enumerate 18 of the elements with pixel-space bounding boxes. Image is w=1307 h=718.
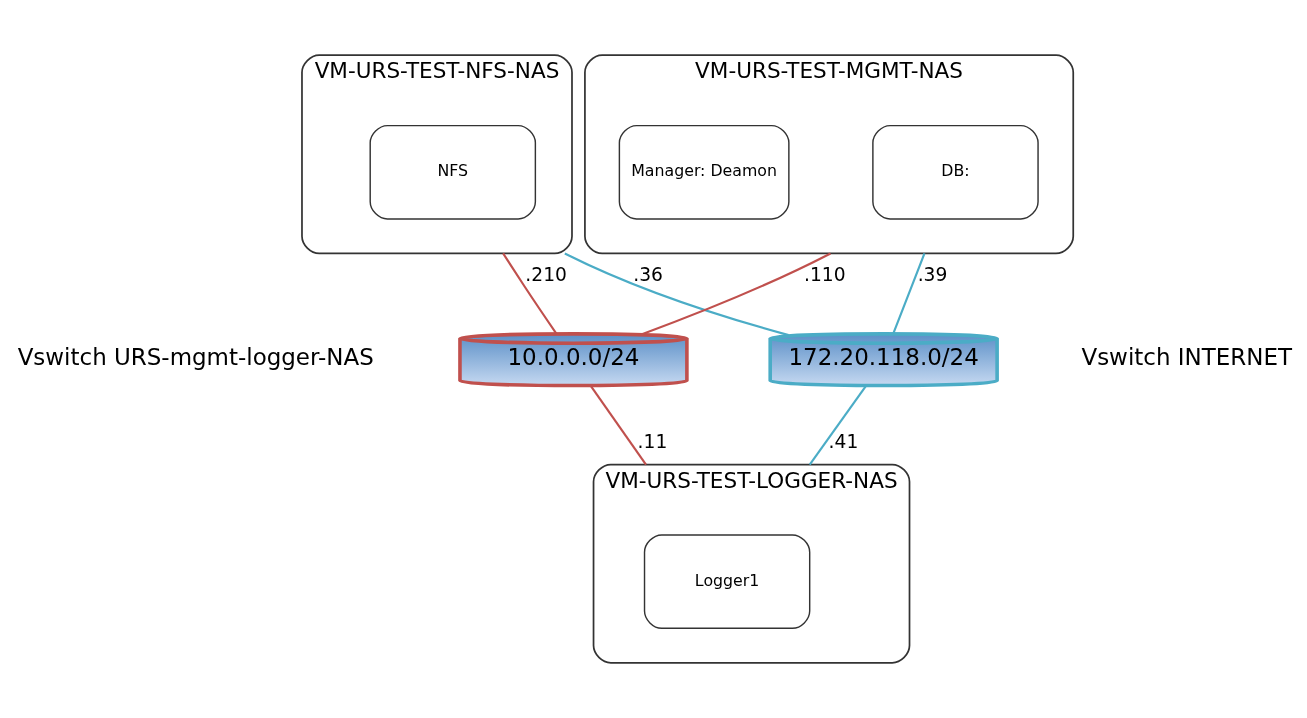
edge-label: .210 <box>525 264 567 286</box>
connector <box>589 385 647 466</box>
edge-label: .11 <box>637 430 668 452</box>
node-box: Logger1 <box>643 534 811 629</box>
node-box: DB: <box>872 124 1039 220</box>
connector <box>564 252 789 337</box>
edge-label: .41 <box>828 430 859 452</box>
connector <box>642 252 831 335</box>
node-box: NFS <box>369 124 537 220</box>
connector <box>892 253 926 334</box>
edge-label: .39 <box>917 264 948 286</box>
connector <box>502 252 558 335</box>
edge-label: .36 <box>633 264 663 286</box>
node-label: Vswitch INTERNET <box>1081 344 1292 371</box>
node-box: Manager: Deamon <box>618 124 790 220</box>
connector <box>808 385 867 466</box>
edge-label: .110 <box>804 264 846 286</box>
node-label: Vswitch URS-mgmt-logger-NAS <box>17 344 374 371</box>
